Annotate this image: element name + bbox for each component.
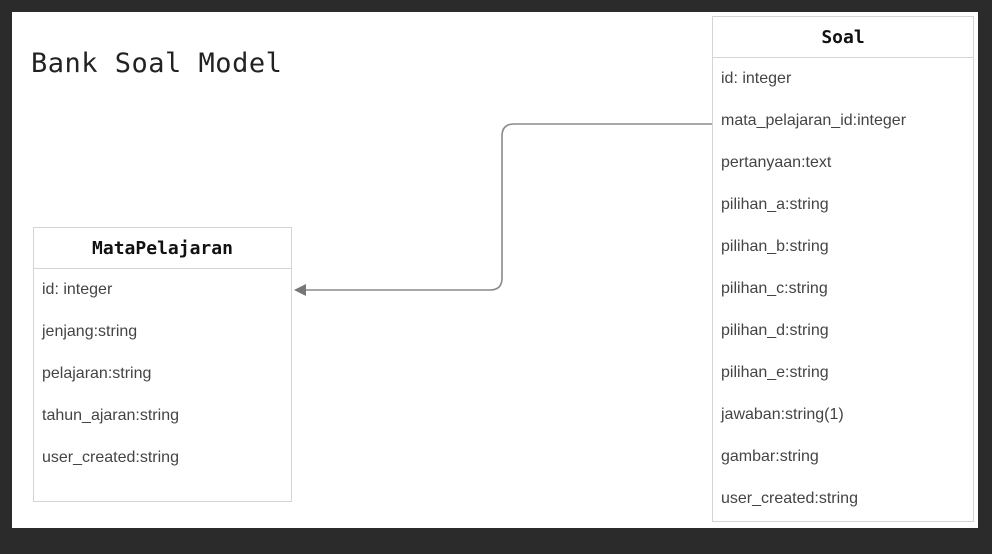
- attribute-row: mata_pelajaran_id:integer: [721, 112, 907, 129]
- attribute-row: user_created:string: [42, 449, 179, 466]
- attribute-row: pilihan_a:string: [721, 196, 829, 213]
- arrowhead-icon: [294, 284, 306, 296]
- entity-name: Soal: [713, 17, 973, 58]
- attribute-row: pilihan_e:string: [721, 364, 829, 381]
- entity-name: MataPelajaran: [34, 228, 291, 269]
- attribute-row: jawaban:string(1): [721, 406, 844, 423]
- diagram-title: Bank Soal Model: [31, 48, 283, 79]
- attribute-row: jenjang:string: [42, 323, 138, 340]
- diagram-canvas: Bank Soal Model MataPelajaran id: intege…: [12, 12, 978, 528]
- attribute-row: pertanyaan:text: [721, 154, 832, 171]
- entity-soal[interactable]: Soal id: integer mata_pelajaran_id:integ…: [712, 16, 974, 522]
- attribute-row: pilihan_d:string: [721, 322, 829, 339]
- attribute-row: pilihan_b:string: [721, 238, 829, 255]
- attribute-row: tahun_ajaran:string: [42, 407, 179, 424]
- attribute-row: gambar:string: [721, 448, 819, 465]
- attribute-row: user_created:string: [721, 490, 858, 507]
- attribute-row: id: integer: [721, 70, 792, 87]
- attribute-row: id: integer: [42, 281, 113, 298]
- attribute-row: pelajaran:string: [42, 365, 152, 382]
- relation-line: [304, 123, 712, 291]
- entity-mata-pelajaran[interactable]: MataPelajaran id: integer jenjang:string…: [33, 227, 292, 502]
- relation-connector: [294, 123, 712, 296]
- attribute-list: id: integer jenjang:string pelajaran:str…: [34, 269, 291, 479]
- attribute-row: pilihan_c:string: [721, 280, 828, 297]
- attribute-list: id: integer mata_pelajaran_id:integer pe…: [713, 58, 973, 520]
